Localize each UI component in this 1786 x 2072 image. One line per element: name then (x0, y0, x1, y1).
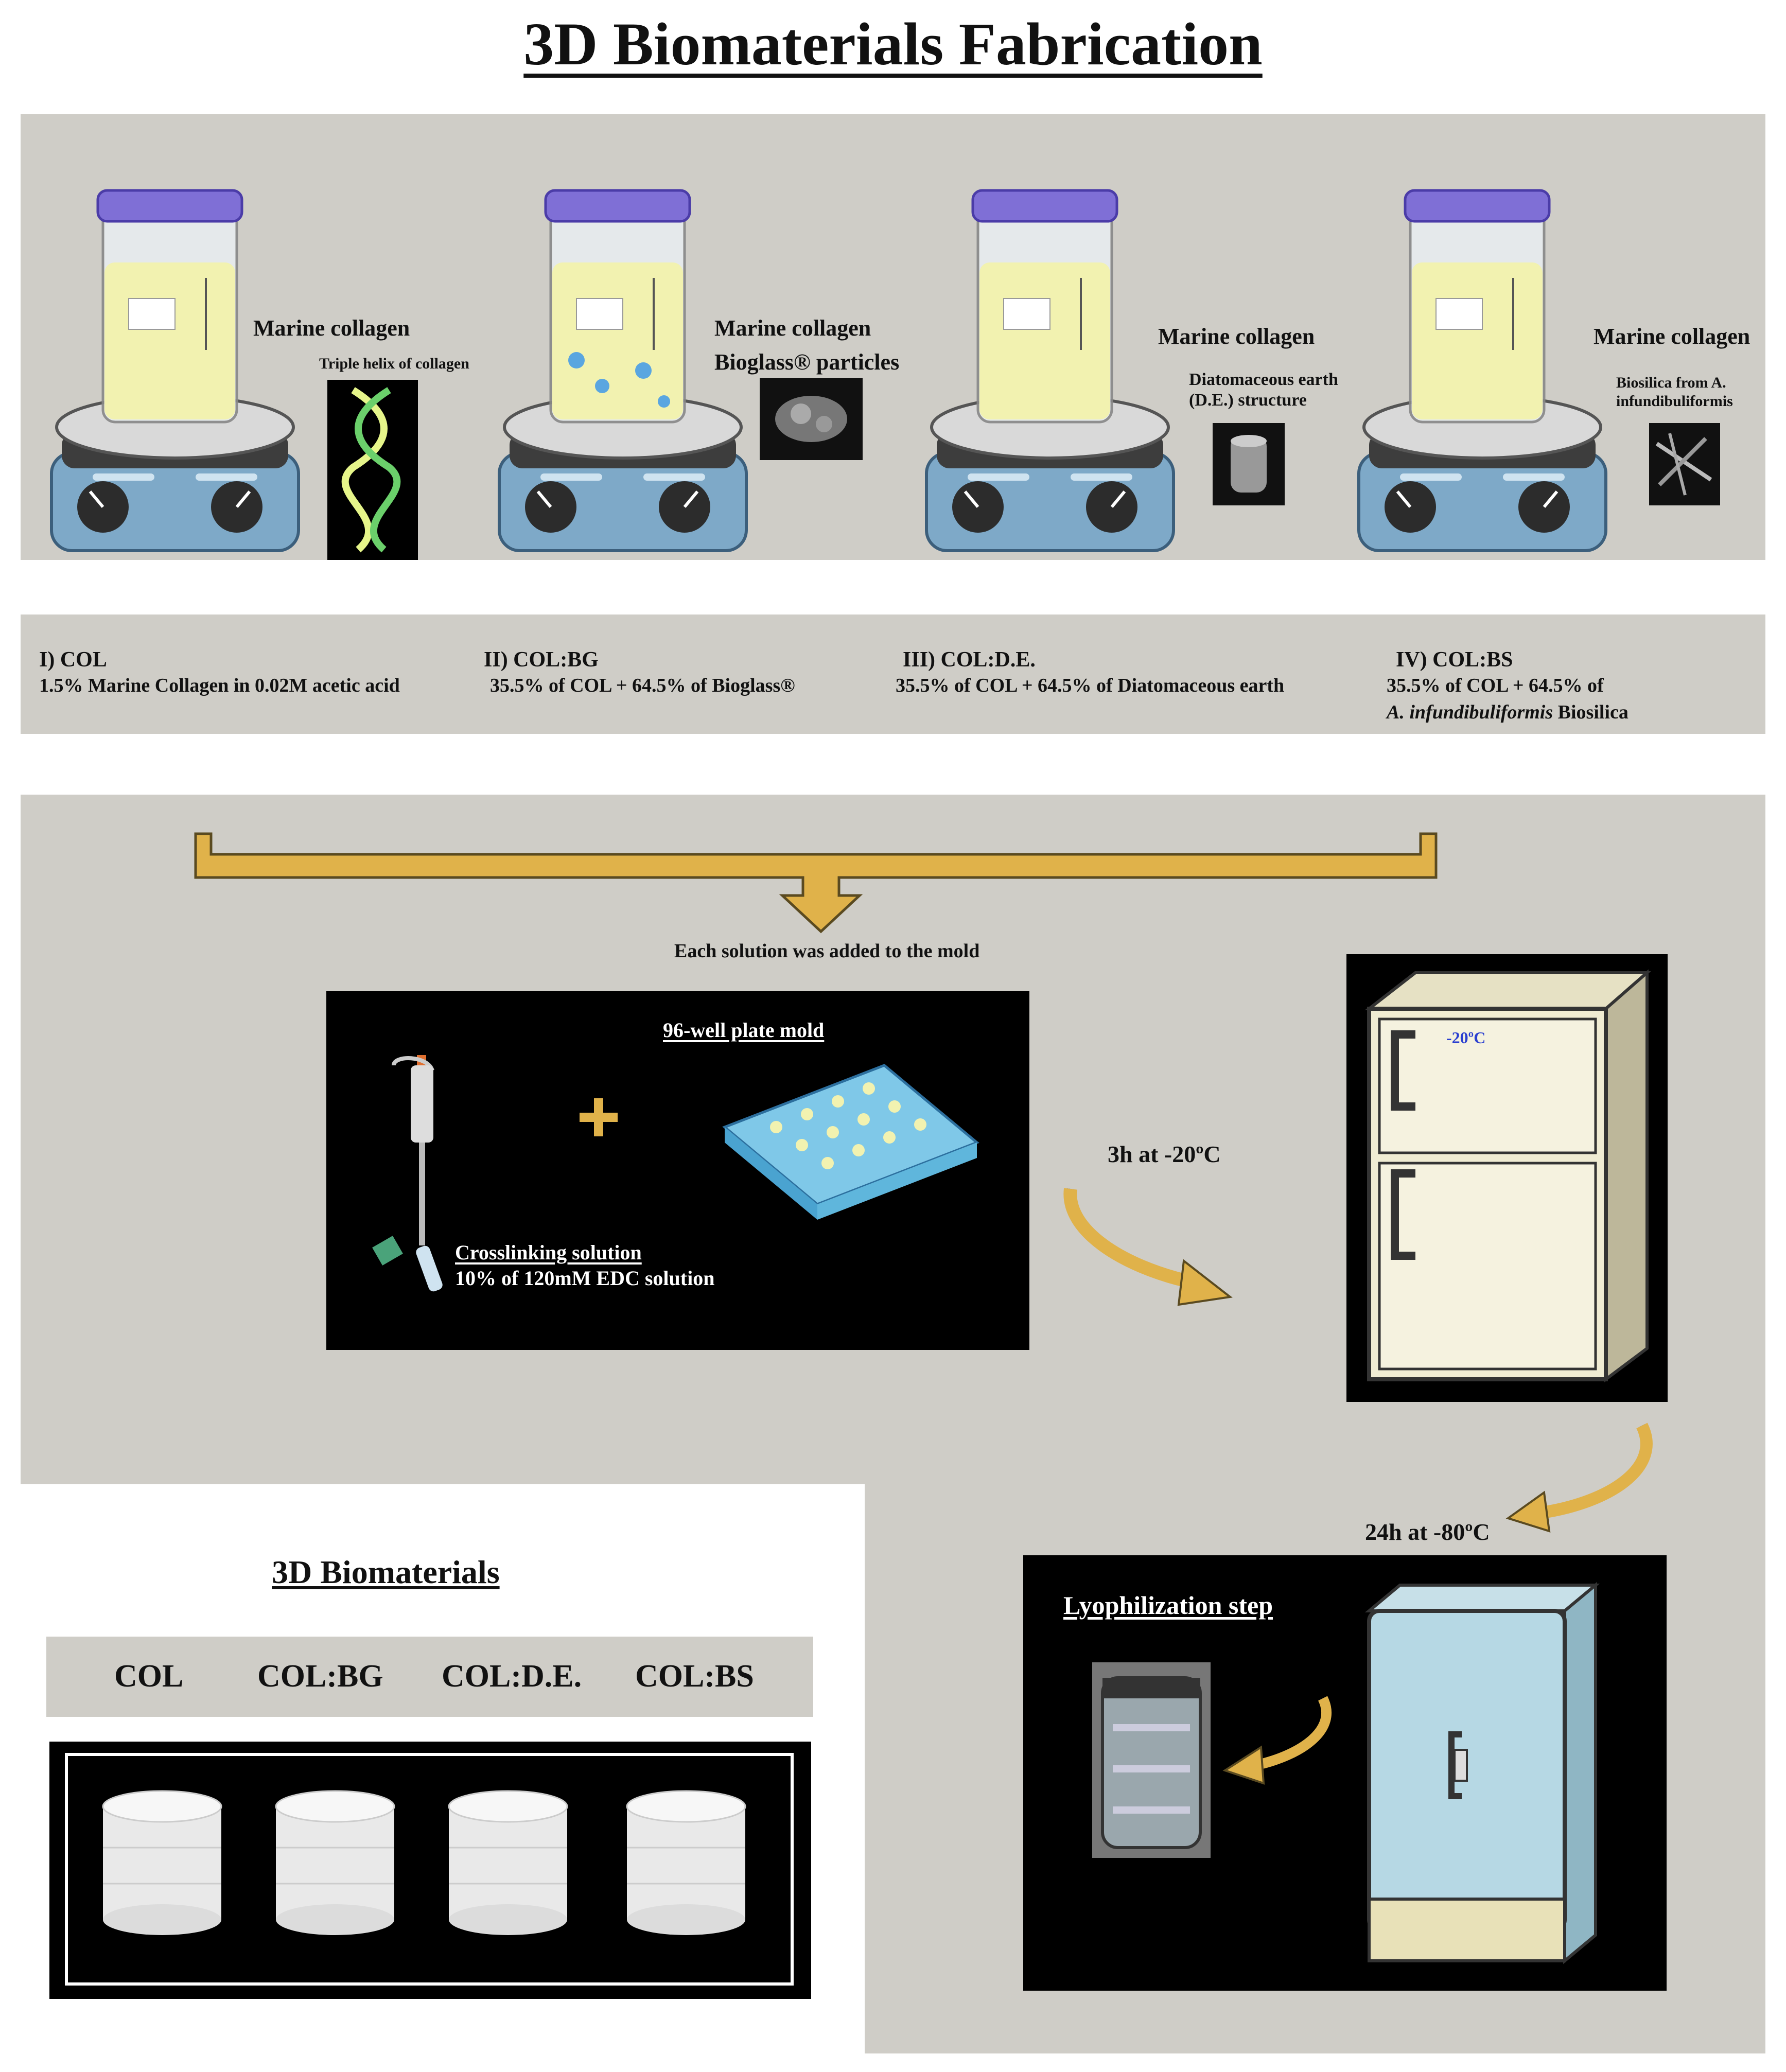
stirrer-1-main-label: Marine collagen (253, 315, 410, 341)
stirrer-3-sub-label: Diatomaceous earth (D.E.) structure (1189, 370, 1338, 410)
lyophilization-label: Lyophilization step (1063, 1591, 1273, 1620)
sample-2-desc: 35.5% of COL + 64.5% of Bioglass® (490, 675, 795, 696)
stirrer-1-sub-label: Triple helix of collagen (319, 355, 469, 372)
page-title: 3D Biomaterials Fabrication (523, 10, 1263, 78)
well-plate-icon (722, 1064, 979, 1220)
plus-icon (580, 1098, 618, 1136)
stirrer-4-sub-label: Biosilica from A. infundibuliformis (1616, 374, 1733, 410)
sample-2-title: II) COL:BG (484, 648, 599, 672)
scaffold-col-de (448, 1790, 568, 1935)
sample-4-title: IV) COL:BS (1396, 648, 1513, 672)
results-title: 3D Biomaterials (272, 1554, 500, 1590)
step2-arrow (1505, 1423, 1653, 1533)
stirrer-3-main-label: Marine collagen (1158, 324, 1315, 349)
result-label-col-de: COL:D.E. (442, 1659, 582, 1694)
species-name: A. infundibuliformis (1387, 701, 1553, 723)
step1-label: 3h at -20ºC (1108, 1141, 1221, 1167)
plate-label: 96-well plate mold (663, 1019, 825, 1042)
step1-arrow (1063, 1188, 1233, 1306)
stirrer-2-sub-label: Bioglass® particles (714, 349, 900, 375)
crosslink-desc: 10% of 120mM EDC solution (455, 1267, 715, 1290)
ultra-freezer-icon (1364, 1582, 1600, 1964)
scaffolds-frame (65, 1753, 794, 1986)
step2-label: 24h at -80ºC (1365, 1519, 1490, 1545)
samples-panel (21, 614, 1765, 734)
sample-4-desc-line1: 35.5% of COL + 64.5% of (1387, 675, 1604, 696)
magnetic-stirrer-4 (1357, 189, 1607, 552)
freezer-temp: -20ºC (1446, 1028, 1486, 1047)
sample-3-title: III) COL:D.E. (903, 648, 1036, 672)
bioglass-particle-icon (760, 378, 863, 460)
magnetic-stirrer-3 (925, 189, 1175, 552)
sample-3-desc: 35.5% of COL + 64.5% of Diatomaceous ear… (896, 675, 1285, 696)
pipette-icon (372, 1055, 443, 1292)
scaffold-col (102, 1790, 222, 1935)
result-label-col-bg: COL:BG (257, 1659, 383, 1694)
lyophilizer-chamber-icon (1092, 1662, 1211, 1858)
diatom-structure-icon (1213, 423, 1285, 505)
sample-1: I) COL 1.5% Marine Collagen in 0.02M ace… (39, 647, 400, 699)
mold-caption: Each solution was added to the mold (674, 940, 980, 962)
result-label-col: COL (114, 1659, 184, 1694)
sample-2: II) COL:BG 35.5% of COL + 64.5% of Biogl… (484, 647, 795, 699)
magnetic-stirrer-1 (50, 189, 300, 552)
crosslink-label: Crosslinking solution (455, 1241, 642, 1264)
results-labels-bar (46, 1637, 813, 1717)
result-label-col-bs: COL:BS (635, 1659, 754, 1694)
sample-4: IV) COL:BS 35.5% of COL + 64.5% of A. in… (1387, 647, 1629, 726)
sample-1-title: I) COL (39, 648, 107, 672)
sample-4-desc-line2: A. infundibuliformis Biosilica (1387, 701, 1629, 723)
magnetic-stirrer-2 (498, 189, 748, 552)
merge-bracket-arrow (194, 832, 1438, 934)
sample-3: III) COL:D.E. 35.5% of COL + 64.5% of Di… (896, 647, 1284, 699)
biosilica-icon (1649, 423, 1720, 505)
scaffold-col-bg (275, 1790, 395, 1935)
lyophilization-arrow (1222, 1696, 1332, 1785)
stirrer-4-main-label: Marine collagen (1594, 324, 1750, 349)
scaffold-col-bs (626, 1790, 746, 1935)
stirrer-2-main-label: Marine collagen (714, 315, 871, 341)
sample-1-desc: 1.5% Marine Collagen in 0.02M acetic aci… (39, 675, 400, 696)
collagen-helix-icon (327, 380, 418, 560)
freezer-icon (1364, 969, 1651, 1382)
